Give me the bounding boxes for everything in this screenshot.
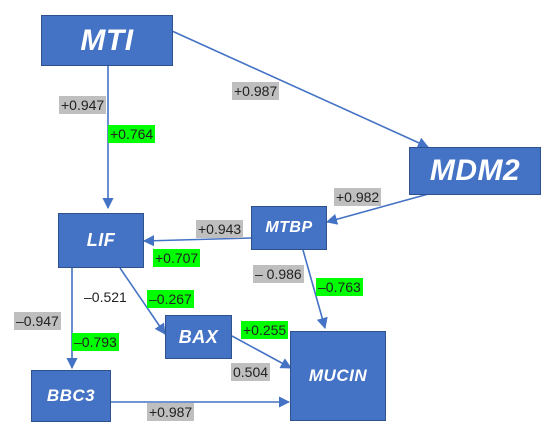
edge-label-lif-bax-2: –0.267 (147, 290, 194, 308)
edge-label-bbc3-mucin: +0.987 (147, 403, 195, 421)
edge-lif-bax (119, 267, 166, 335)
edge-label-bax-mucin-2: 0.504 (231, 363, 271, 381)
edge-label-mti-lif-1: +0.947 (59, 96, 107, 114)
edge-label-lif-bbc3-1: –0.947 (14, 312, 61, 330)
node-mti: MTI (41, 15, 173, 66)
node-bbc3: BBC3 (31, 370, 111, 422)
edge-label-mtbp-mucin-2: –0.763 (316, 278, 363, 296)
node-lif: LIF (58, 213, 144, 268)
edge-label-mtbp-lif-2: +0.707 (153, 249, 201, 267)
node-bax: BAX (165, 315, 232, 359)
edge-bax-mucin (231, 335, 292, 369)
node-mucin: MUCIN (290, 331, 386, 421)
edge-label-mti-lif-2: +0.764 (108, 125, 156, 143)
edge-label-bax-mucin-1: +0.255 (241, 321, 289, 339)
edge-label-mdm2-mtbp: +0.982 (334, 188, 382, 206)
node-mdm2: MDM2 (409, 147, 541, 195)
edge-label-mtbp-lif-1: +0.943 (196, 220, 244, 238)
edge-label-lif-bbc3-2: –0.793 (72, 333, 119, 351)
edge-mdm2-mtbp (325, 192, 433, 225)
edge-label-lif-bax-1: –0.521 (84, 289, 127, 305)
edge-label-mti-mdm2: +0.987 (232, 82, 280, 100)
edge-mtbp-mucin (302, 249, 328, 330)
edge-mti-mdm2 (171, 30, 430, 148)
node-mtbp: MTBP (251, 206, 327, 250)
edge-label-mtbp-mucin-1: – 0.986 (253, 265, 304, 283)
edge-mtbp-lif (142, 235, 252, 247)
